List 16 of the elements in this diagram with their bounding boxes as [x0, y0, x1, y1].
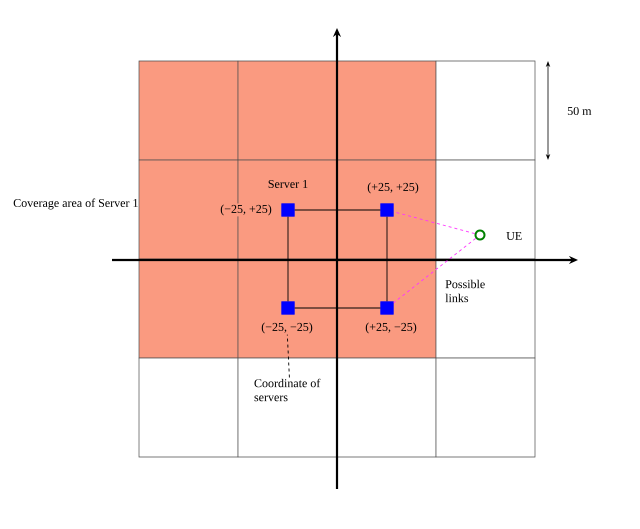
server-square: [281, 301, 295, 315]
annotation-text: Possible links: [445, 280, 485, 302]
dimension-label: 50 m: [568, 106, 592, 116]
coordinate-label: (−25, −25): [260, 322, 314, 334]
annotation-text: Coordinate of servers: [253, 378, 327, 402]
leader-line: [286, 334, 290, 378]
link-line: [393, 238, 476, 304]
coordinate-label: (+25, +25): [366, 182, 420, 194]
server-square: [380, 203, 394, 217]
coordinate-label: (−25, +25): [219, 204, 273, 216]
coordinate-label: (+25, −25): [364, 322, 418, 334]
area-label: Coverage area of Server 1: [14, 198, 138, 210]
connecting-line: [386, 216, 388, 302]
server-square: [380, 301, 394, 315]
server-label: Server 1: [268, 180, 308, 188]
ue-label: UE: [506, 232, 522, 240]
